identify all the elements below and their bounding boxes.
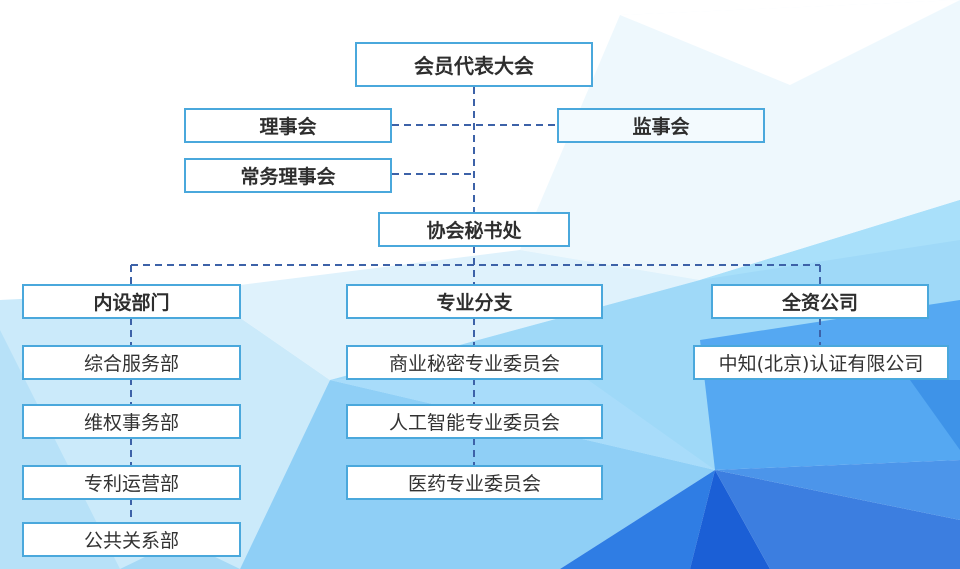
subsidiary-item: 中知(北京)认证有限公司: [693, 345, 949, 380]
committee-item: 医药专业委员会: [346, 465, 603, 500]
node-standing-council: 常务理事会: [184, 158, 392, 193]
dept-item: 专利运营部: [22, 465, 241, 500]
node-assembly: 会员代表大会: [355, 42, 593, 87]
branch-subsidiaries: 全资公司: [711, 284, 929, 319]
node-council: 理事会: [184, 108, 392, 143]
node-secretariat: 协会秘书处: [378, 212, 570, 247]
branch-professional-committees: 专业分支: [346, 284, 603, 319]
branch-internal-departments: 内设部门: [22, 284, 241, 319]
node-supervisory-board: 监事会: [557, 108, 765, 143]
committee-item: 人工智能专业委员会: [346, 404, 603, 439]
dept-item: 综合服务部: [22, 345, 241, 380]
committee-item: 商业秘密专业委员会: [346, 345, 603, 380]
dept-item: 维权事务部: [22, 404, 241, 439]
dept-item: 公共关系部: [22, 522, 241, 557]
